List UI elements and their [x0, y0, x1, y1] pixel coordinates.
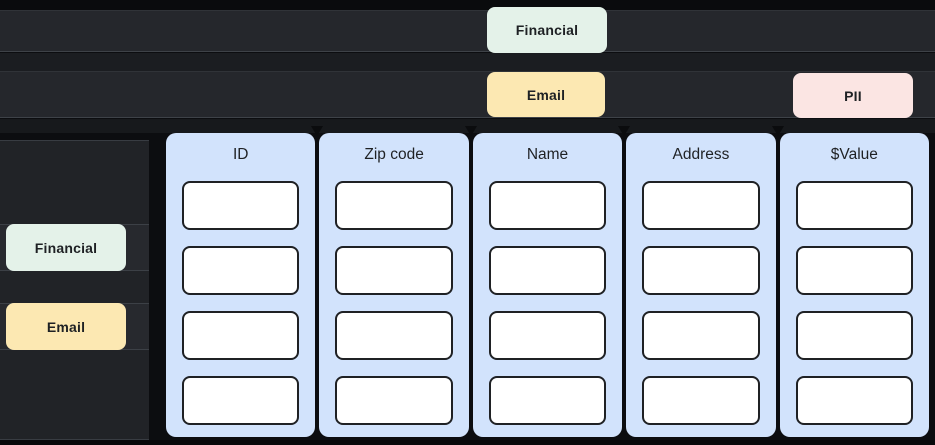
column-separator-arrow-icon	[618, 126, 630, 136]
cell-slot	[182, 181, 300, 230]
cell-slot	[642, 311, 760, 360]
cell-slot	[795, 311, 914, 360]
table-column-zip-code: Zip code	[319, 133, 469, 437]
side-panel	[0, 140, 149, 440]
cell-slot	[488, 311, 607, 360]
cell-slot	[335, 246, 453, 295]
table-column-value: $Value	[779, 133, 930, 437]
cell-slot	[488, 246, 607, 295]
cell-slot	[642, 376, 760, 425]
track-row-2	[0, 71, 935, 118]
column-separator-arrow-icon	[311, 126, 323, 136]
cell-slot	[795, 376, 914, 425]
cell-slot	[488, 376, 607, 425]
track-row-1	[0, 10, 935, 52]
cell-slot	[335, 376, 453, 425]
column-header-id: ID	[232, 146, 249, 163]
bottom-edge-strip	[0, 440, 935, 445]
column-header-value: $Value	[830, 146, 878, 163]
track-gap-strip-1	[0, 53, 935, 71]
cell-slot	[795, 181, 914, 230]
cell-slot	[795, 246, 914, 295]
cell-slot	[642, 246, 760, 295]
column-separator-arrow-icon	[772, 126, 784, 136]
tag-chip-pii-track[interactable]: PII	[793, 73, 913, 118]
cell-slot	[642, 181, 760, 230]
table-column-address: Address	[626, 133, 776, 437]
column-separator-arrow-icon	[465, 126, 477, 136]
table-column-id: ID	[166, 133, 316, 437]
cell-slot	[335, 181, 453, 230]
tag-chip-email-sidebar[interactable]: Email	[6, 303, 126, 350]
cell-slot	[488, 181, 607, 230]
column-header-zip-code: Zip code	[364, 146, 424, 163]
table-column-name: Name	[472, 133, 623, 437]
top-edge-strip	[0, 0, 935, 10]
cell-slot	[335, 311, 453, 360]
tag-chip-financial-track[interactable]: Financial	[487, 7, 607, 53]
data-table: ID Zip code Name	[166, 126, 930, 437]
cell-slot	[182, 246, 300, 295]
column-header-address: Address	[672, 146, 730, 163]
column-header-name: Name	[526, 146, 569, 163]
tag-chip-email-track[interactable]: Email	[487, 72, 605, 117]
cell-slot	[182, 311, 300, 360]
cell-slot	[182, 376, 300, 425]
tag-chip-financial-sidebar[interactable]: Financial	[6, 224, 126, 271]
